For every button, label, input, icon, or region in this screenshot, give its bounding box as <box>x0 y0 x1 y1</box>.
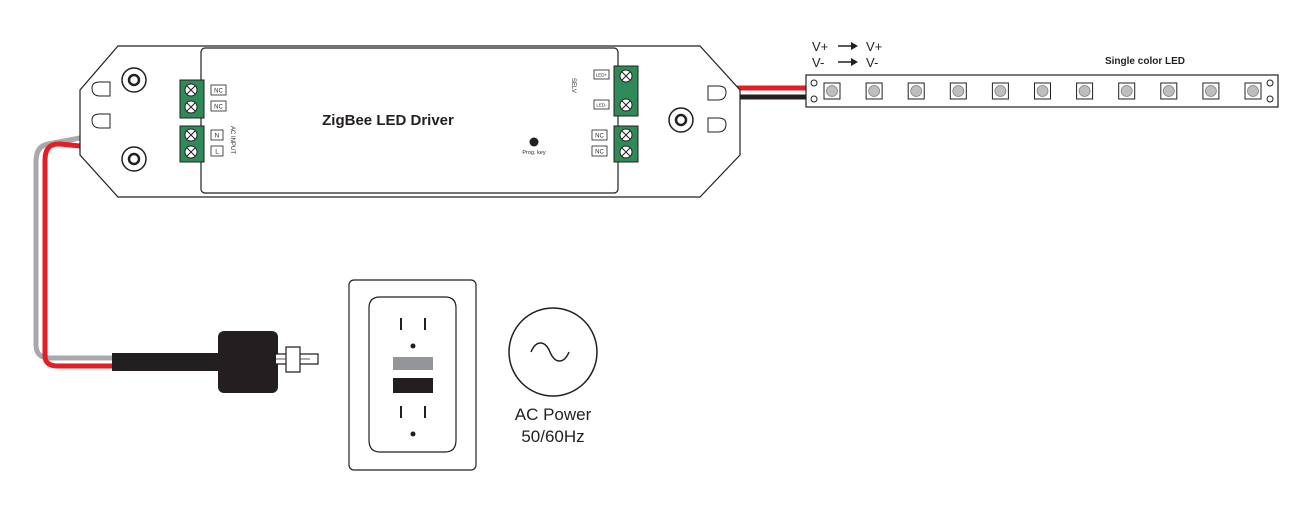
power-plug <box>112 331 319 393</box>
ac-sine-icon <box>508 307 598 397</box>
prog-key-label: Prog. key <box>522 150 545 156</box>
mount-tab-left-top <box>91 81 111 97</box>
connection-mapping: V+ V+ V- V- <box>812 39 882 70</box>
input-label-box-n <box>210 129 224 141</box>
nc-label-box <box>210 100 227 112</box>
led-chip <box>1034 82 1051 100</box>
input-label-n: N <box>215 133 220 140</box>
nc-label: NC <box>595 134 604 140</box>
outlet-test-button[interactable] <box>393 357 433 370</box>
outlet-socket-top <box>400 318 426 349</box>
output-label-pos: LED+ <box>596 73 608 78</box>
strip-pads <box>810 79 1274 103</box>
arrow-right-icon <box>838 58 858 66</box>
terminal-screw <box>184 128 198 142</box>
terminal-screw <box>184 100 198 114</box>
led-chip <box>907 82 925 100</box>
strip-pad <box>810 79 818 87</box>
arrow-right-icon <box>838 42 858 50</box>
v-plus-to: V+ <box>866 39 882 54</box>
ac-input-label: AC INPUT <box>229 126 235 154</box>
screw-hole-bottom-left <box>121 146 147 172</box>
screw-hole-top-left <box>121 67 147 93</box>
mount-tab-left-bottom <box>91 113 111 129</box>
terminal-screw <box>619 145 633 159</box>
nc-label: NC <box>595 150 604 156</box>
outlet-socket-bottom <box>400 406 426 437</box>
output-label-box-neg <box>593 99 610 110</box>
led-chip <box>1160 82 1178 100</box>
terminal-screw <box>619 98 633 112</box>
plug-body <box>218 331 278 393</box>
output-label-box-pos <box>593 69 610 80</box>
selv-label: SELV <box>570 78 576 93</box>
strip-pad <box>810 95 818 103</box>
terminal-screw <box>184 83 198 97</box>
strip-pad <box>1266 79 1274 87</box>
wall-outlet <box>348 279 477 471</box>
led-chip <box>1076 82 1094 100</box>
v-minus-from: V- <box>812 55 824 70</box>
led-chip <box>949 82 967 100</box>
strip-pad <box>1266 95 1274 103</box>
plug-prong-bottom <box>285 346 301 373</box>
ac-frequency-label: 50/60Hz <box>521 427 584 446</box>
terminal-screw <box>184 145 198 159</box>
terminal-screw <box>619 128 633 142</box>
led-strip: Single color LED <box>805 56 1279 108</box>
nc-label-box <box>591 129 608 141</box>
v-plus-from: V+ <box>812 39 828 54</box>
led-chips <box>823 82 1262 100</box>
led-chip <box>1244 82 1262 100</box>
outlet-reset-button[interactable] <box>393 378 433 393</box>
led-strip-body <box>805 74 1279 108</box>
mount-tab-right-bottom <box>707 117 727 133</box>
ac-power: AC Power 50/60Hz <box>508 307 598 446</box>
terminal-block-ac-input: N L <box>179 125 224 163</box>
outlet-face <box>368 296 457 453</box>
led-driver: ZigBee LED Driver Prog. key SELV AC INPU… <box>79 45 741 198</box>
nc-label: NC <box>214 105 223 111</box>
driver-cover <box>200 47 619 194</box>
plug-cord <box>112 353 224 371</box>
terminal-block-nc-left: NC NC <box>179 79 227 119</box>
input-label-l: L <box>215 149 219 156</box>
prog-key-button[interactable] <box>529 137 539 147</box>
ac-power-label: AC Power <box>515 405 592 424</box>
terminal-screw <box>619 69 633 83</box>
nc-label-box <box>591 145 608 157</box>
nc-label: NC <box>214 89 223 95</box>
nc-label-box <box>210 84 227 96</box>
led-chip <box>1118 82 1136 100</box>
input-label-box-l <box>210 145 224 157</box>
v-minus-to: V- <box>866 55 878 70</box>
driver-title: ZigBee LED Driver <box>322 112 454 129</box>
led-chip <box>1202 82 1220 100</box>
screw-hole-right <box>668 107 694 133</box>
mount-tab-right-top <box>707 85 727 101</box>
terminal-block-led-output: LED+ LED- <box>593 65 639 117</box>
led-strip-title: Single color LED <box>1105 56 1185 67</box>
output-label-neg: LED- <box>596 103 607 108</box>
terminal-block-nc-right: NC NC <box>591 125 639 163</box>
sine-wave <box>530 342 570 362</box>
led-chip <box>991 82 1009 100</box>
led-chip <box>823 82 841 100</box>
led-chip <box>865 82 883 100</box>
